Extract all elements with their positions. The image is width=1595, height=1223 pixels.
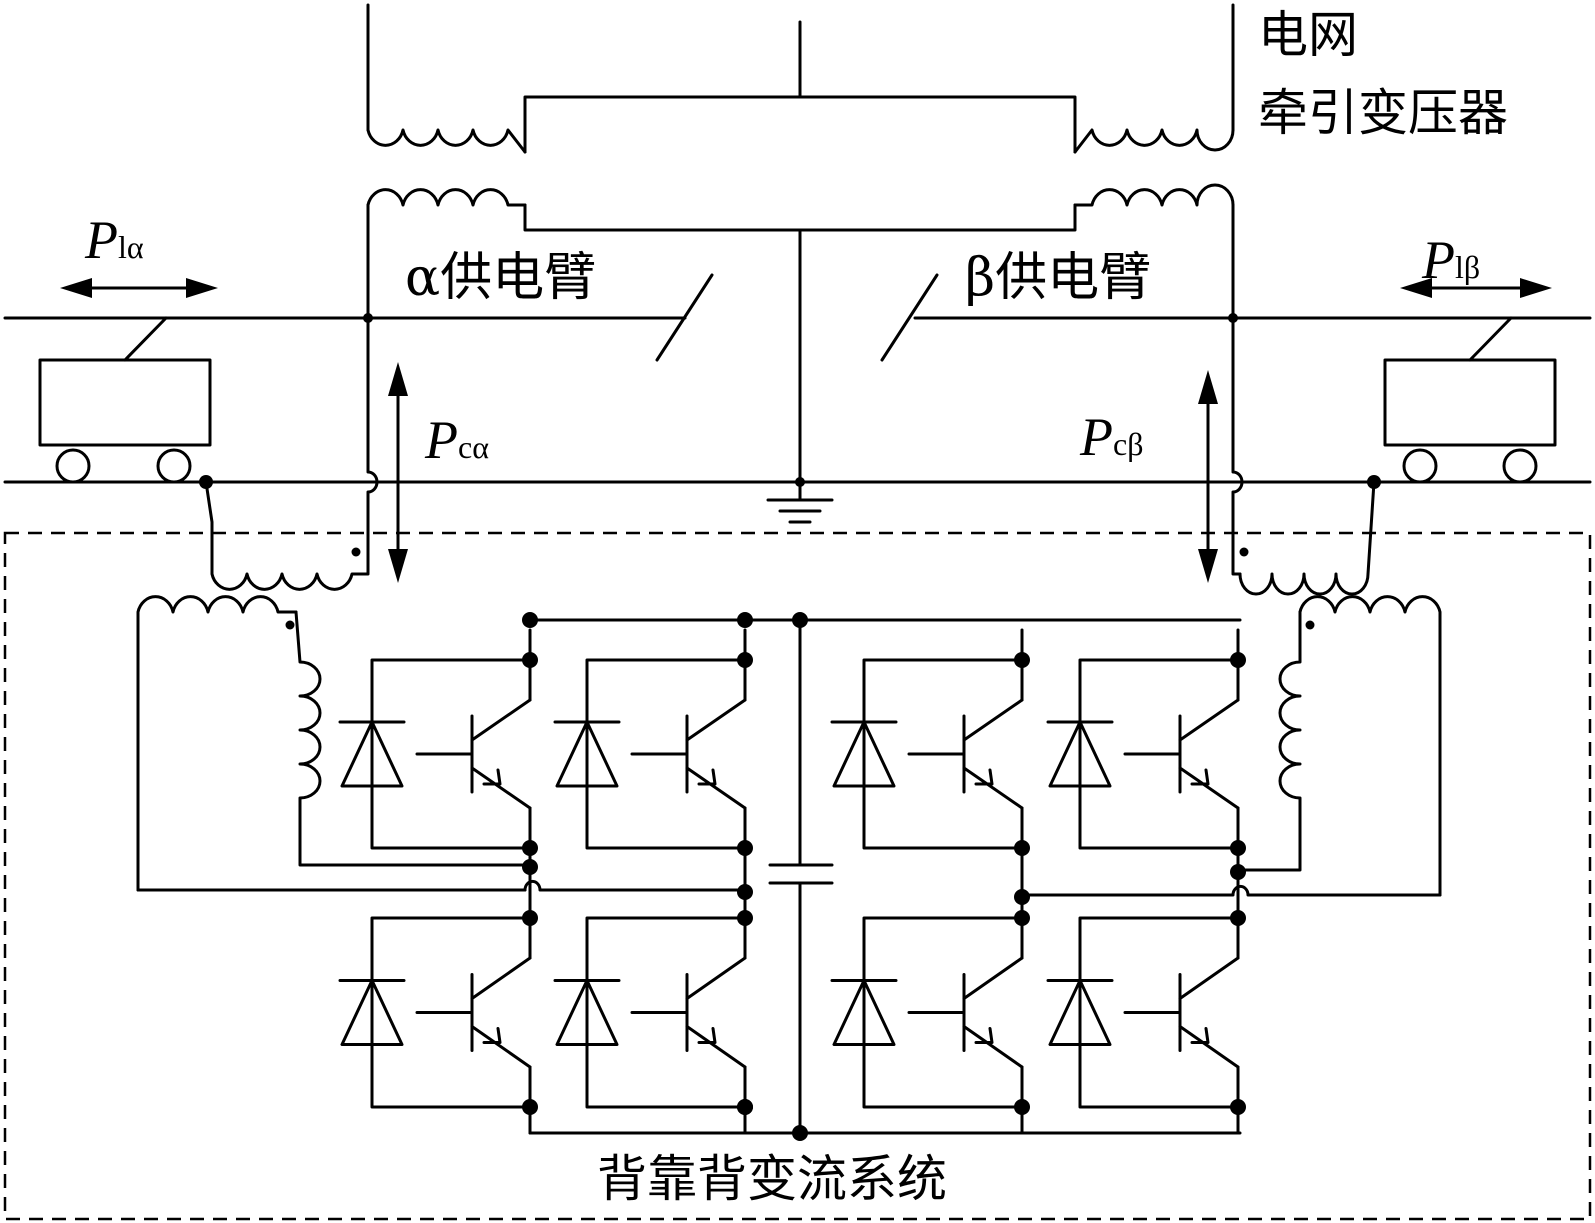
power-arrow-load-alpha [60, 278, 218, 298]
train-alpha [38, 316, 212, 484]
grid-label: 电网 [1258, 6, 1358, 64]
converter-transformer-beta [1020, 595, 1442, 897]
traction-transformer [366, 3, 1235, 484]
converter-transformer-alpha [136, 595, 747, 892]
train-beta [1383, 316, 1557, 484]
ground-icon [766, 480, 834, 524]
power-arrow-conv-alpha [388, 362, 408, 583]
left-leg-1-lower [338, 886, 538, 1135]
catenary-line [3, 273, 1592, 362]
left-leg-2-upper [553, 628, 753, 876]
rail-line [3, 477, 1592, 487]
p-load-beta-label: Plβ [1421, 230, 1480, 290]
p-conv-beta-label: Pcβ [1079, 407, 1143, 467]
converter-label: 背靠背变流系统 [597, 1150, 947, 1208]
power-arrow-load-beta [1400, 278, 1552, 298]
igbt-bridge [338, 612, 1246, 1135]
converter-boundary [3, 531, 1592, 1221]
right-leg-2-upper [1046, 628, 1246, 876]
right-leg-2-lower [1046, 886, 1246, 1135]
right-leg-1-upper [830, 628, 1030, 876]
transformer-label: 牵引变压器 [1258, 84, 1508, 142]
power-arrow-conv-beta [1198, 370, 1218, 583]
left-leg-1-upper [338, 628, 538, 876]
p-conv-alpha-label: Pcα [424, 410, 489, 470]
dc-link [528, 612, 1242, 1141]
left-leg-2-lower [553, 886, 753, 1135]
p-load-alpha-label: Plα [84, 210, 144, 270]
beta-arm-label: β供电臂 [965, 248, 1151, 308]
alpha-arm-label: α供电臂 [405, 248, 596, 308]
right-leg-1-lower [830, 886, 1030, 1135]
